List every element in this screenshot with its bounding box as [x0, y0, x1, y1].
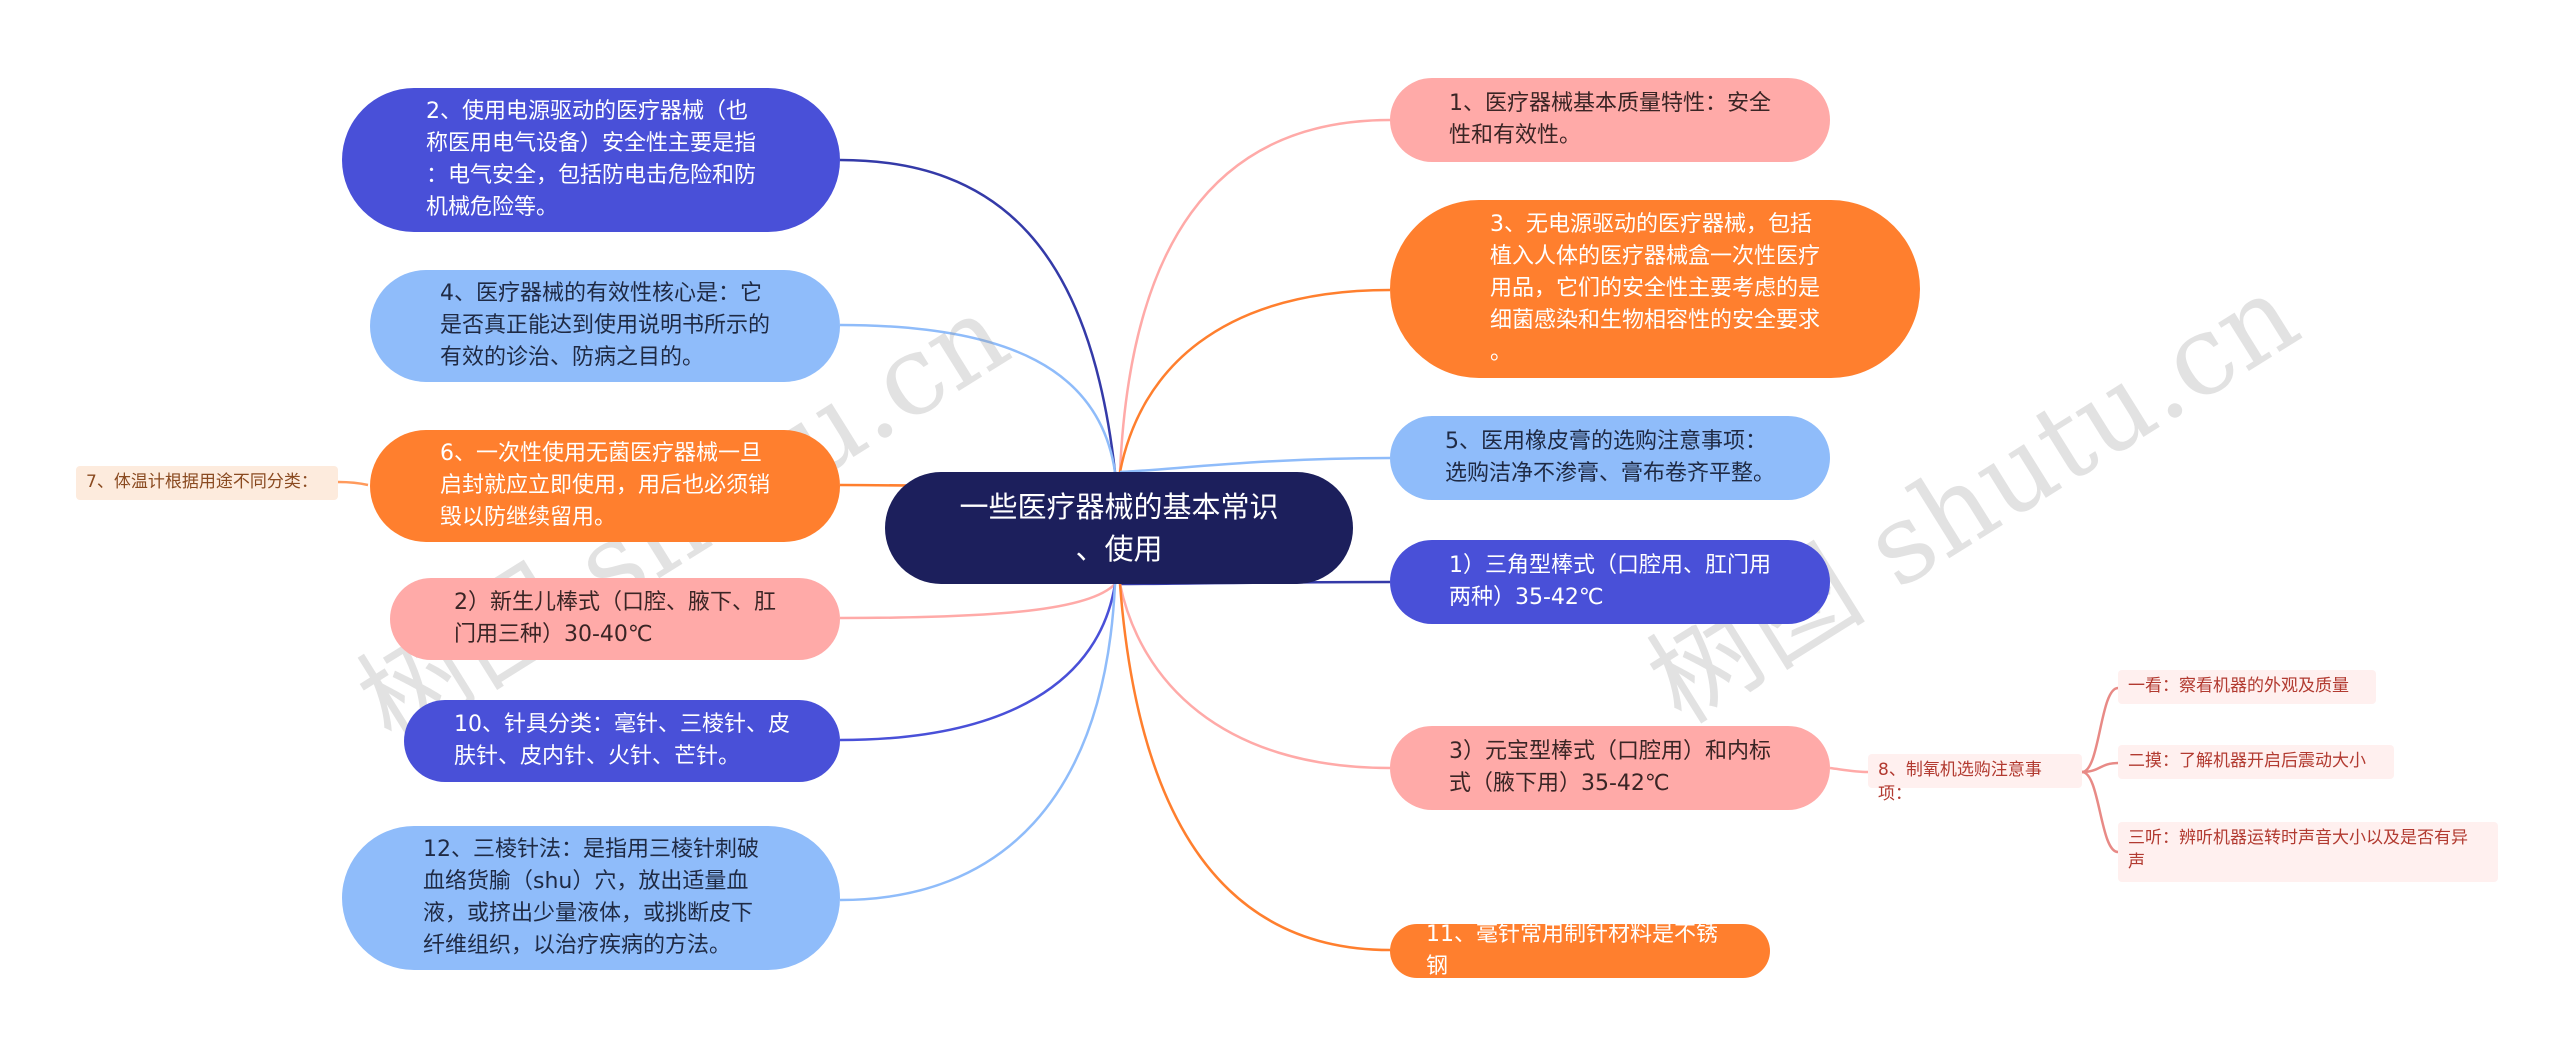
node-10-needle-types[interactable]: 10、针具分类：毫针、三棱针、皮 肤针、皮内针、火针、芒针。: [404, 700, 840, 782]
node-1b-label: 1）三角型棒式（口腔用、肛门用 两种）35-42℃: [1449, 553, 1771, 610]
root-topic-label: 一些医疗器械的基本常识 、使用: [959, 490, 1279, 566]
node-1-label: 1、医疗器械基本质量特性：安全 性和有效性。: [1449, 91, 1771, 148]
leaf-7-thermometer-types[interactable]: 7、体温计根据用途不同分类：: [76, 466, 338, 500]
link-root-n4: [839, 323, 1117, 473]
node-12-label: 12、三棱针法：是指用三棱针刺破 血络货腧（shu）穴，放出适量血 液，或挤出少…: [423, 837, 759, 958]
node-1-quality-characteristics[interactable]: 1、医疗器械基本质量特性：安全 性和有效性。: [1390, 78, 1830, 162]
node-3b-label: 3）元宝型棒式（口腔用）和内标 式（腋下用）35-42℃: [1449, 739, 1771, 796]
link-n3b-n8: [1829, 766, 1869, 774]
link-root-n12: [839, 583, 1117, 902]
node-10-label: 10、针具分类：毫针、三棱针、皮 肤针、皮内针、火针、芒针。: [454, 712, 790, 769]
leaf-8-look[interactable]: 一看：察看机器的外观及质量: [2118, 670, 2376, 704]
node-11-needle-material[interactable]: 11、毫针常用制针材料是不锈钢: [1390, 922, 1770, 979]
node-1b-triangular-thermometer[interactable]: 1）三角型棒式（口腔用、肛门用 两种）35-42℃: [1390, 540, 1830, 624]
node-2-electrical-safety[interactable]: 2、使用电源驱动的医疗器械（也 称医用电气设备）安全性主要是指 ：电气安全，包括…: [342, 88, 840, 232]
leaf-8-listen[interactable]: 三听：辨听机器运转时声音大小以及是否有异 声: [2118, 822, 2498, 882]
root-topic[interactable]: 一些医疗器械的基本常识 、使用: [885, 472, 1353, 584]
link-root-n2b: [839, 583, 1116, 620]
link-n8-c2: [2081, 761, 2119, 774]
link-root-n2: [839, 158, 1117, 473]
node-5-adhesive-plaster[interactable]: 5、医用橡皮膏的选购注意事项： 选购洁净不渗膏、膏布卷齐平整。: [1390, 416, 1830, 500]
node-5-label: 5、医用橡皮膏的选购注意事项： 选购洁净不渗膏、膏布卷齐平整。: [1444, 429, 1775, 486]
node-4-label: 4、医疗器械的有效性核心是：它 是否真正能达到使用说明书所示的 有效的诊治、防病…: [439, 281, 770, 370]
link-root-n10: [839, 583, 1117, 742]
link-root-n5: [1119, 456, 1391, 474]
node-3-label: 3、无电源驱动的医疗器械，包括 植入人体的医疗器械盒一次性医疗 用品，它们的安全…: [1489, 212, 1820, 365]
link-n8-c3: [2081, 770, 2119, 854]
link-root-n3: [1118, 288, 1391, 473]
node-3b-ingot-thermometer[interactable]: 3）元宝型棒式（口腔用）和内标 式（腋下用）35-42℃: [1390, 726, 1830, 810]
link-n8-c1: [2081, 686, 2119, 774]
node-12-three-edged-needle[interactable]: 12、三棱针法：是指用三棱针刺破 血络货腧（shu）穴，放出适量血 液，或挤出少…: [342, 826, 840, 970]
link-root-n3b: [1118, 583, 1391, 770]
node-2-label: 2、使用电源驱动的医疗器械（也 称医用电气设备）安全性主要是指 ：电气安全，包括…: [425, 99, 756, 220]
link-root-n1: [1118, 118, 1391, 473]
node-2b-newborn-thermometer[interactable]: 2）新生儿棒式（口腔、腋下、肛 门用三种）30-40℃: [390, 578, 840, 660]
node-6-label: 6、一次性使用无菌医疗器械一旦 启封就应立即使用，用后也必须销 毁以防继续留用。: [439, 441, 770, 530]
leaf-8-oxygen-machine[interactable]: 8、制氧机选购注意事项：: [1868, 754, 2082, 804]
leaf-8-touch[interactable]: 二摸：了解机器开启后震动大小: [2118, 745, 2394, 779]
node-2b-label: 2）新生儿棒式（口腔、腋下、肛 门用三种）30-40℃: [454, 590, 776, 647]
node-11-label: 11、毫针常用制针材料是不锈钢: [1426, 922, 1718, 979]
node-6-disposable-sterile[interactable]: 6、一次性使用无菌医疗器械一旦 启封就应立即使用，用后也必须销 毁以防继续留用。: [370, 430, 840, 542]
node-3-non-powered-devices[interactable]: 3、无电源驱动的医疗器械，包括 植入人体的医疗器械盒一次性医疗 用品，它们的安全…: [1390, 200, 1920, 378]
node-4-effectiveness[interactable]: 4、医疗器械的有效性核心是：它 是否真正能达到使用说明书所示的 有效的诊治、防病…: [370, 270, 840, 382]
link-n6-n7: [337, 480, 369, 487]
link-root-n11: [1118, 583, 1391, 952]
